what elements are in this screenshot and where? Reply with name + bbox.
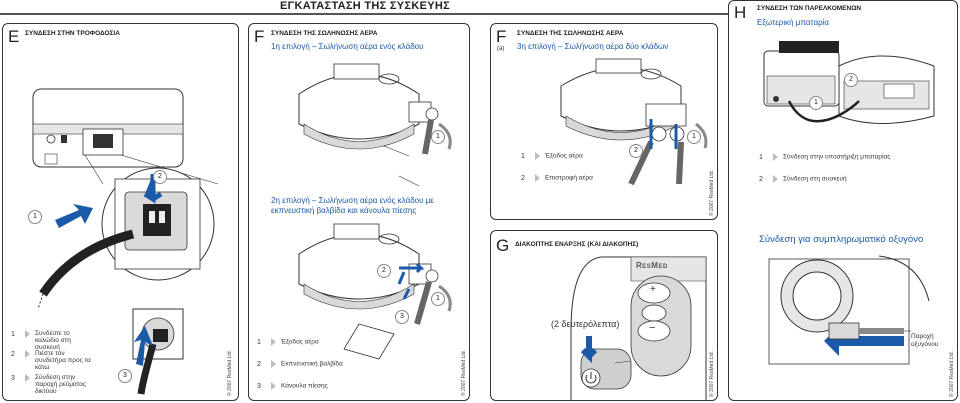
device-back-illustration xyxy=(32,88,219,395)
callout-2: 2 xyxy=(629,144,643,158)
callout-3: 3 xyxy=(395,310,409,324)
device-single-tube-illustration xyxy=(298,63,452,360)
callout-2: 2 xyxy=(153,170,167,184)
control-panel-illustration xyxy=(570,256,707,400)
panel-heading: ΣΥΝΔΕΣΗ ΤΗΣ ΣΩΛΗΝΩΣΗΣ ΑΕΡΑ xyxy=(271,30,378,37)
copyright: © 2007 ResMed Ltd. xyxy=(949,351,955,397)
page-title: ΕΓΚΑΤΑΣΤΑΣΗ ΤΗΣ ΣΥΣΚΕΥΗΣ xyxy=(279,0,451,12)
callout-2: 2 xyxy=(377,264,391,278)
panel-letter: F xyxy=(496,27,507,46)
oxygen-title: Σύνδεση για συμπληρωματικό οξυγόνο xyxy=(759,234,924,245)
panel-heading: ΣΥΝΔΕΣΗ ΤΩΝ ΠΑΡΕΛΚΟΜΕΝΩΝ xyxy=(757,5,862,12)
title-rule xyxy=(0,13,730,15)
option-2-title: 2η επιλογή – Σωλήνωση αέρα ενός κλάδου μ… xyxy=(271,196,434,215)
oxygen-label: Παροχή οξυγόνου xyxy=(911,333,939,348)
plus-label: + xyxy=(650,284,656,295)
panel-power: E ΣΥΝΔΕΣΗ ΣΤΗΝ ΤΡΟΦΟΔΟΣΙΑ 2 1 3 1 xyxy=(2,23,239,401)
copyright: © 2007 ResMed Ltd. xyxy=(227,350,233,396)
panel-heading: ΔΙΑΚΟΠΤΗΣ ΕΝΑΡΞΗΣ (ΚΑΙ ΔΙΑΚΟΠΗΣ) xyxy=(515,241,639,248)
option-1-title: 1η επιλογή – Σωλήνωση αέρα ενός κλάδου xyxy=(271,42,424,51)
panel-accessories: H ΣΥΝΔΕΣΗ ΤΩΝ ΠΑΡΕΛΚΟΜΕΝΩΝ Εξωτερική μπα… xyxy=(728,0,958,401)
callout-2: 2 xyxy=(844,73,858,87)
hold-duration: (2 δευτερόλεπτα) xyxy=(551,319,620,329)
brand-logo: ResMed xyxy=(636,261,668,270)
callout-1: 1 xyxy=(431,130,445,144)
panel-power-switch: G ΔΙΑΚΟΠΤΗΣ ΕΝΑΡΞΗΣ (ΚΑΙ ΔΙΑΚΟΠΗΣ) ResMe… xyxy=(490,230,718,401)
panel-air-tubing-two-limb: F (a) ΣΥΝΔΕΣΗ ΤΗΣ ΣΩΛΗΝΩΣΗΣ ΑΕΡΑ 3η επιλ… xyxy=(490,23,718,220)
panel-air-tubing: F ΣΥΝΔΕΣΗ ΤΗΣ ΣΩΛΗΝΩΣΗΣ ΑΕΡΑ 1η επιλογή … xyxy=(248,23,470,401)
copyright: © 2007 ResMed Ltd. xyxy=(461,350,467,396)
panel-letter: H xyxy=(734,3,747,22)
panel-letter: G xyxy=(496,236,510,255)
minus-label: − xyxy=(649,322,656,334)
option-3-title: 3η επιλογή – Σωλήνωση αέρα δύο κλάδων xyxy=(517,42,669,51)
callout-1: 1 xyxy=(28,210,42,224)
callout-3: 3 xyxy=(118,369,132,383)
battery-illustration xyxy=(763,41,935,365)
callout-1: 1 xyxy=(687,130,701,144)
copyright: © 2007 ResMed Ltd. xyxy=(709,170,715,216)
callout-1: 1 xyxy=(431,292,445,306)
panel-letter: E xyxy=(8,27,20,46)
panel-sub-letter: (a) xyxy=(497,46,505,52)
panel-heading: ΣΥΝΔΕΣΗ ΤΗΣ ΣΩΛΗΝΩΣΗΣ ΑΕΡΑ xyxy=(517,30,624,37)
panel-letter: F xyxy=(254,27,265,46)
panel-heading: ΣΥΝΔΕΣΗ ΣΤΗΝ ΤΡΟΦΟΔΟΣΙΑ xyxy=(25,30,120,37)
battery-title: Εξωτερική μπαταρία xyxy=(757,18,830,27)
copyright: © 2007 ResMed Ltd. xyxy=(709,351,715,397)
callout-1: 1 xyxy=(809,96,823,110)
device-two-tube-illustration xyxy=(560,58,708,186)
